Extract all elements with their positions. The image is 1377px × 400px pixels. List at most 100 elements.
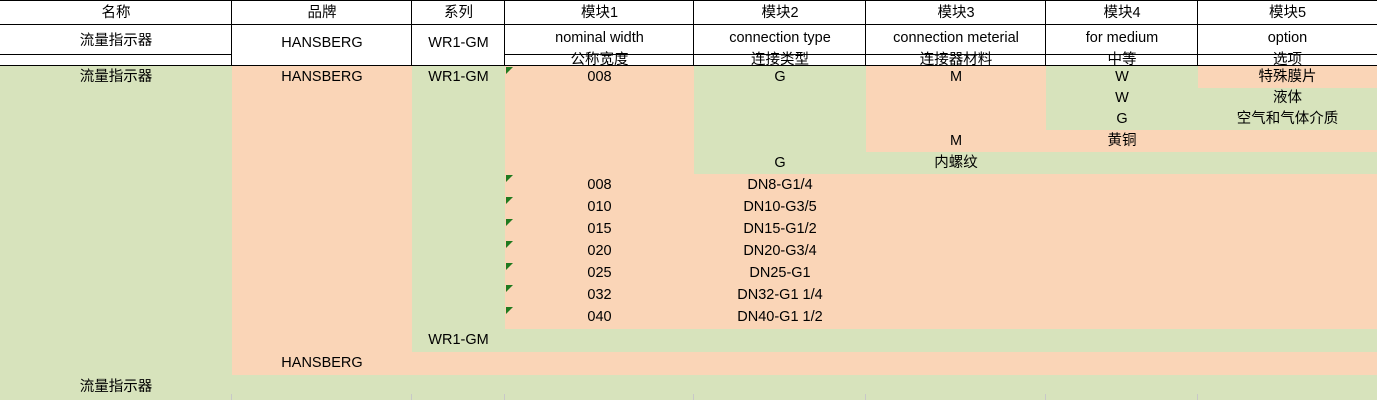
selected-name[interactable]: 流量指示器: [79, 68, 153, 85]
header-label-option-en: option: [1267, 29, 1308, 46]
medium-option-code-1[interactable]: G: [1116, 111, 1128, 128]
fill-col-name: [0, 66, 232, 400]
header-col-module1: 模块1: [580, 4, 619, 21]
selected-connection-material[interactable]: M: [949, 68, 963, 85]
header-label-connection-type-en: connection type: [729, 29, 831, 46]
selected-brand[interactable]: HANSBERG: [281, 68, 363, 85]
medium-option-label-0[interactable]: 液体: [1273, 90, 1302, 107]
material-option-label-0[interactable]: 黄铜: [1107, 132, 1137, 149]
header-rule-bottom: [0, 65, 1377, 66]
header-label-connection-material-zh: 连接器材料: [919, 51, 993, 68]
size-row-designation-3[interactable]: DN20-G3/4: [743, 242, 817, 259]
header-vline-5: [865, 0, 866, 66]
comment-marker-icon: [506, 241, 513, 248]
footer-series[interactable]: WR1-GM: [428, 332, 489, 349]
header-rule-top: [0, 0, 1377, 1]
header-value-series: WR1-GM: [428, 34, 489, 51]
fill-col-conn-green2: [694, 329, 866, 352]
footer-gridline-1: [231, 394, 232, 400]
footer-brand[interactable]: HANSBERG: [281, 355, 363, 372]
footer-gridline-4: [693, 394, 694, 400]
medium-option-code-0[interactable]: W: [1115, 90, 1129, 107]
header-col-module2: 模块2: [761, 4, 799, 21]
medium-option-label-1[interactable]: 空气和气体介质: [1236, 111, 1339, 128]
header-rule-mid1: [0, 24, 1377, 25]
header-label-connection-type-zh: 连接类型: [751, 51, 809, 68]
fill-col-width-tail: [505, 375, 694, 400]
size-row-designation-1[interactable]: DN10-G3/5: [743, 198, 817, 215]
fill-col-conn-peach2: [694, 352, 866, 375]
header-vline-6: [1045, 0, 1046, 66]
selected-option[interactable]: 特殊膜片: [1258, 68, 1317, 85]
size-row-designation-2[interactable]: DN15-G1/2: [743, 220, 817, 237]
header-col-brand: 品牌: [307, 4, 337, 21]
header-vline-1: [231, 0, 232, 66]
comment-marker-icon: [506, 219, 513, 226]
fill-col-option-peach2: [1198, 130, 1377, 152]
fill-col-width: [505, 66, 694, 329]
fill-col-series-peach: [412, 352, 505, 375]
fill-col-option-peach: [1198, 66, 1377, 88]
fill-col-option-peach4: [1198, 352, 1377, 375]
comment-marker-icon: [506, 263, 513, 270]
header-vline-7: [1197, 0, 1198, 66]
footer-gridline-3: [504, 394, 505, 400]
fill-col-medium-peach: [1046, 130, 1198, 152]
header-label-for-medium-zh: 中等: [1107, 51, 1137, 68]
fill-col-medium-green3: [1046, 329, 1198, 352]
header-col-series: 系列: [444, 4, 473, 21]
comment-marker-icon: [506, 197, 513, 204]
header-label-nominal-width-zh: 公称宽度: [570, 51, 629, 68]
header-vline-2: [411, 0, 412, 66]
selected-series[interactable]: WR1-GM: [428, 68, 489, 85]
fill-col-material-tail: [866, 375, 1046, 400]
size-row-width-5[interactable]: 032: [587, 286, 612, 303]
size-row-width-4[interactable]: 025: [587, 264, 612, 281]
comment-marker-icon: [506, 67, 513, 74]
header-col-module4: 模块4: [1103, 4, 1141, 21]
size-row-designation-4[interactable]: DN25-G1: [749, 264, 811, 281]
material-option-code-0[interactable]: M: [949, 132, 963, 149]
fill-col-conn-tail: [694, 375, 866, 400]
selected-for-medium[interactable]: W: [1115, 68, 1129, 85]
fill-col-medium-green2: [1046, 152, 1198, 174]
header-label-option-zh: 选项: [1273, 51, 1302, 68]
connection-option-code-0[interactable]: G: [774, 154, 786, 171]
header-value-brand: HANSBERG: [281, 34, 363, 51]
header-label-nominal-width-en: nominal width: [555, 29, 644, 46]
fill-col-material-peach2: [866, 174, 1046, 329]
size-row-designation-6[interactable]: DN40-G1 1/2: [737, 308, 823, 325]
fill-col-medium-green: [1046, 66, 1198, 130]
selected-connection-type[interactable]: G: [774, 68, 786, 85]
size-row-width-0[interactable]: 008: [587, 176, 612, 193]
header-col-module3: 模块3: [937, 4, 975, 21]
footer-name[interactable]: 流量指示器: [79, 379, 153, 396]
selected-nominal-width[interactable]: 008: [587, 68, 612, 85]
fill-col-width-green2: [505, 352, 694, 375]
fill-col-material-peach3: [866, 352, 1046, 375]
size-row-designation-5[interactable]: DN32-G1 1/4: [737, 286, 823, 303]
fill-col-option-tail: [1198, 375, 1377, 400]
fill-col-option-peach3: [1198, 174, 1377, 329]
fill-col-conn-peach: [694, 174, 866, 329]
connection-option-label-0[interactable]: 内螺纹: [934, 154, 978, 171]
fill-footer-series: [412, 329, 505, 352]
footer-gridline-7: [1197, 394, 1198, 400]
fill-col-brand-tail: [232, 375, 412, 400]
footer-gridline-2: [411, 394, 412, 400]
size-row-width-3[interactable]: 020: [587, 242, 612, 259]
header-rule-name-split: [0, 54, 232, 55]
fill-col-medium-peach2: [1046, 174, 1198, 329]
comment-marker-icon: [506, 285, 513, 292]
header-vline-4: [693, 0, 694, 66]
size-row-width-6[interactable]: 040: [587, 308, 612, 325]
header-col-name: 名称: [101, 4, 131, 21]
size-row-width-2[interactable]: 015: [587, 220, 612, 237]
size-row-designation-0[interactable]: DN8-G1/4: [747, 176, 813, 193]
fill-col-material-peach: [866, 66, 1046, 152]
fill-col-medium-peach3: [1046, 352, 1198, 375]
size-row-width-1[interactable]: 010: [587, 198, 612, 215]
header-background: [0, 0, 1377, 66]
comment-marker-icon: [506, 307, 513, 314]
